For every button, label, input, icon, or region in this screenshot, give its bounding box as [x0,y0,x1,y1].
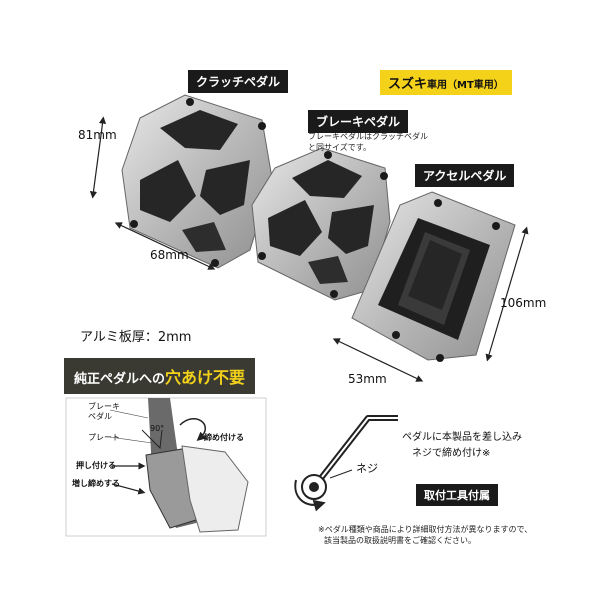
clutch-pedal-image [121,94,273,269]
diagram-angle-label: 90° [150,424,165,433]
install-instruction-line1: ペダルに本製品を差し込み [402,432,522,443]
diagram-press-label: 押し付ける [76,461,116,470]
diagram-plate-label: プレート [88,433,120,442]
no-drilling-banner: 純正ペダルへの穴あけ不要 [64,358,256,394]
accel-label: アクセルペダル [415,164,515,187]
footnote: ※ペダル種類や商品により詳細取付方法が異なりますので、 該当製品の取扱説明書をご… [318,525,532,547]
suzuki-badge-sub: 車用（MT車用） [427,80,504,91]
clutch-label: クラッチペダル [188,70,289,93]
tool-included-label: 取付工具付属 [416,484,498,506]
footnote-line1: ※ペダル種類や商品により詳細取付方法が異なりますので、 [318,525,533,534]
clutch-height-arrow [89,116,107,199]
install-instructions: ペダルに本製品を差し込み ネジで締め付け※ [402,430,522,462]
footnote-line2: 該当製品の取扱説明書をご確認ください。 [324,535,476,545]
suzuki-badge: スズキ車用（MT車用） [380,70,512,95]
hex-key-icon [315,415,398,484]
accel-width-arrow [332,338,424,382]
banner-highlight: 穴あけ不要 [165,368,246,387]
suzuki-badge-main: スズキ [388,77,428,92]
accel-height-arrow [485,226,529,362]
banner-prefix: 純正ペダルへの [74,372,166,387]
installation-diagram [65,397,267,537]
brake-pedal-image [251,147,391,301]
screw-label: ネジ [356,462,378,475]
accel-pedal-image [351,191,516,362]
accel-height-dim: 106mm [500,296,547,310]
brake-note: ブレーキペダルはクラッチペダル と同サイズです。 [308,132,428,154]
clutch-width-arrow [114,222,216,270]
brake-label: ブレーキペダル [308,110,409,133]
install-instruction-line2: ネジで締め付け※ [412,448,491,459]
diagram-brake-pedal-label: ブレーキ ペダル [88,402,120,421]
screw-icon [294,469,353,512]
diagram-retighten-label: 増し締めする [72,479,120,488]
thickness-label: アルミ板厚：2mm [80,330,192,345]
diagram-tighten-label: 締め付ける [204,433,244,442]
brake-note-line2: と同サイズです。 [308,142,371,152]
accel-width-dim: 53mm [348,372,387,386]
brake-note-line1: ブレーキペダルはクラッチペダル [308,132,428,141]
clutch-height-dim: 81mm [78,128,117,142]
clutch-width-dim: 68mm [150,248,189,262]
